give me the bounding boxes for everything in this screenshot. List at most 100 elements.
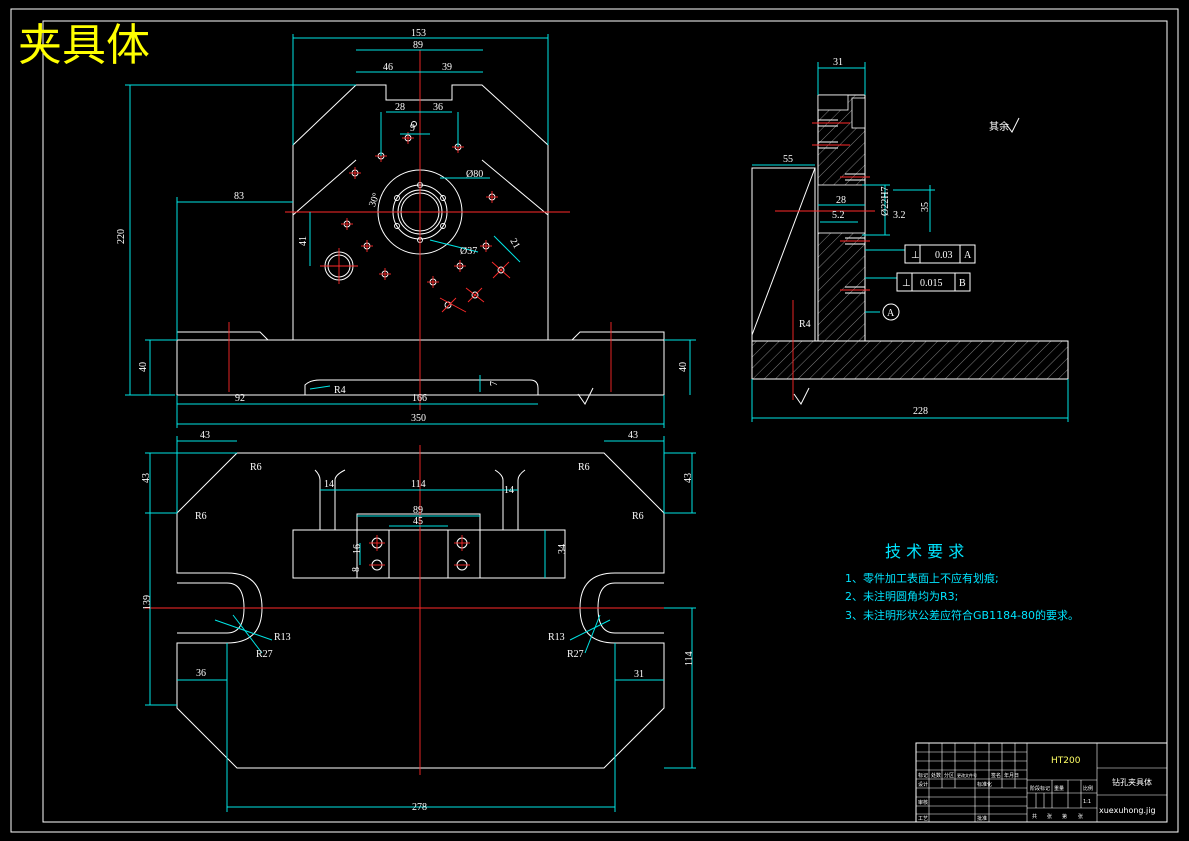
datum-ref-a: A <box>964 250 972 261</box>
dim-40-right: 40 <box>678 362 689 372</box>
top-dim-31: 31 <box>634 669 644 680</box>
tb-part-name: 钻孔夹具体 <box>1112 777 1152 787</box>
tb-scale-value: 1:1 <box>1083 799 1091 805</box>
dim-46: 46 <box>383 62 393 73</box>
dim-28: 28 <box>395 102 405 113</box>
side-view: 31 55 28 5.2 Ø22H7 3.2 35 ⊥ 0.03 A ⊥ 0.0… <box>751 57 1069 422</box>
tb-label-process: 工艺 <box>918 816 928 822</box>
dim-phi37: Ø37 <box>460 246 477 257</box>
front-view: 153 89 46 39 28 36 9 Ø80 30° 83 220 41 Ø… <box>116 28 696 428</box>
dim-166: 166 <box>412 393 427 404</box>
top-dim-r27b: R27 <box>567 649 584 660</box>
top-dim-36: 36 <box>196 668 206 679</box>
roughness-general-symbol <box>1005 117 1020 133</box>
tb-label-scale: 比例 <box>1083 785 1093 792</box>
tech-req-item-3: 3、未注明形状公差应符合GB1184-80的要求。 <box>845 608 1079 622</box>
top-dim-r6b: R6 <box>578 462 590 473</box>
drawing-border <box>10 8 1179 833</box>
top-dim-139: 139 <box>142 595 153 610</box>
tol-0-015: 0.015 <box>920 278 943 289</box>
side-dim-3-2: 3.2 <box>893 210 906 221</box>
side-dim-phi22h7: Ø22H7 <box>880 187 891 216</box>
tb-label-stage: 阶段标记 <box>1030 785 1050 792</box>
dim-9: 9 <box>410 123 415 134</box>
tb-label-date: 年月日 <box>1004 772 1019 779</box>
tb-label-weight: 重量 <box>1054 785 1064 792</box>
top-dim-16: 16 <box>352 544 363 554</box>
title-block: HT200 钻孔夹具体 xuexuhong.jig 标记 处数 分区 更改文件号… <box>915 742 1168 823</box>
tb-label-change: 更改文件号 <box>957 772 977 778</box>
tb-label-sheets: 张 <box>1047 813 1052 820</box>
tb-label-count: 处数 <box>931 772 941 779</box>
perp-symbol: ⊥ <box>902 278 911 289</box>
datum-a-label: A <box>887 308 895 319</box>
dim-92: 92 <box>235 393 245 404</box>
dim-220: 220 <box>116 229 127 244</box>
side-dim-r4: R4 <box>799 319 811 330</box>
dim-39: 39 <box>442 62 452 73</box>
dim-83: 83 <box>234 191 244 202</box>
tb-label-sheet: 张 <box>1078 813 1083 820</box>
side-dim-55: 55 <box>783 154 793 165</box>
tb-label-design: 设计 <box>918 781 928 788</box>
tb-drawing-no: xuexuhong.jig <box>1099 806 1156 815</box>
tb-label-total: 共 <box>1032 813 1037 820</box>
top-dim-43a: 43 <box>200 430 210 441</box>
tb-label-review: 审核 <box>918 799 928 806</box>
top-dim-r13a: R13 <box>274 632 291 643</box>
datum-ref-b: B <box>959 278 966 289</box>
tb-label-mark: 标记 <box>918 772 928 779</box>
top-dim-114a: 114 <box>411 479 426 490</box>
side-roughness-symbol <box>793 387 810 405</box>
dim-40-left: 40 <box>138 362 149 372</box>
tech-req-item-1: 1、零件加工表面上不应有划痕; <box>845 571 999 585</box>
tb-label-no: 第 <box>1062 813 1067 820</box>
dim-36: 36 <box>433 102 443 113</box>
flatness-symbol: ⊥ <box>911 250 920 261</box>
tb-material: HT200 <box>1051 756 1081 766</box>
dim-41: 41 <box>298 236 309 246</box>
dim-21: 21 <box>507 237 522 251</box>
tb-label-std: 标准化 <box>977 781 992 788</box>
top-dim-278: 278 <box>412 802 427 813</box>
dim-153: 153 <box>411 28 426 39</box>
dim-7: 7 <box>489 381 500 386</box>
top-dim-43d: 43 <box>683 473 694 483</box>
top-dim-34: 34 <box>557 544 568 554</box>
drawing-title: 夹具体 <box>18 20 150 71</box>
side-dim-35: 35 <box>920 202 931 212</box>
top-dim-r13b: R13 <box>548 632 565 643</box>
tech-requirements: 技 术 要 求 1、零件加工表面上不应有划痕; 2、未注明圆角均为R3; 3、未… <box>845 542 1079 622</box>
top-dim-43b: 43 <box>628 430 638 441</box>
top-dim-14a: 14 <box>324 479 334 490</box>
dim-30deg: 30° <box>367 191 382 208</box>
dim-89: 89 <box>413 40 423 51</box>
top-dim-r27a: R27 <box>256 649 273 660</box>
roughness-note: 其余 <box>989 120 1009 133</box>
tech-req-heading: 技 术 要 求 <box>885 542 964 561</box>
top-view: 43 43 43 43 R6 R6 R6 R6 14 114 14 89 45 … <box>141 430 696 813</box>
top-dim-r6c: R6 <box>195 511 207 522</box>
dim-r4: R4 <box>334 385 346 396</box>
side-dim-28: 28 <box>836 195 846 206</box>
top-dim-114b: 114 <box>684 651 695 666</box>
top-dim-8: 8 <box>351 567 362 572</box>
side-dim-5-2: 5.2 <box>832 210 845 221</box>
top-dim-45: 45 <box>413 516 423 527</box>
top-dim-r6a: R6 <box>250 462 262 473</box>
top-dim-89: 89 <box>413 505 423 516</box>
top-dim-43c: 43 <box>141 473 152 483</box>
dim-phi80: Ø80 <box>466 169 483 180</box>
top-dim-14b: 14 <box>504 485 514 496</box>
tb-label-sign: 签名 <box>991 772 1001 779</box>
tb-label-zone: 分区 <box>944 772 954 779</box>
tol-0-03: 0.03 <box>935 250 953 261</box>
tb-label-approve: 批准 <box>977 815 987 822</box>
side-dim-31: 31 <box>833 57 843 68</box>
top-dim-r6d: R6 <box>632 511 644 522</box>
dim-350: 350 <box>411 413 426 424</box>
side-dim-228: 228 <box>913 406 928 417</box>
roughness-symbol <box>577 387 594 405</box>
tech-req-item-2: 2、未注明圆角均为R3; <box>845 589 958 603</box>
